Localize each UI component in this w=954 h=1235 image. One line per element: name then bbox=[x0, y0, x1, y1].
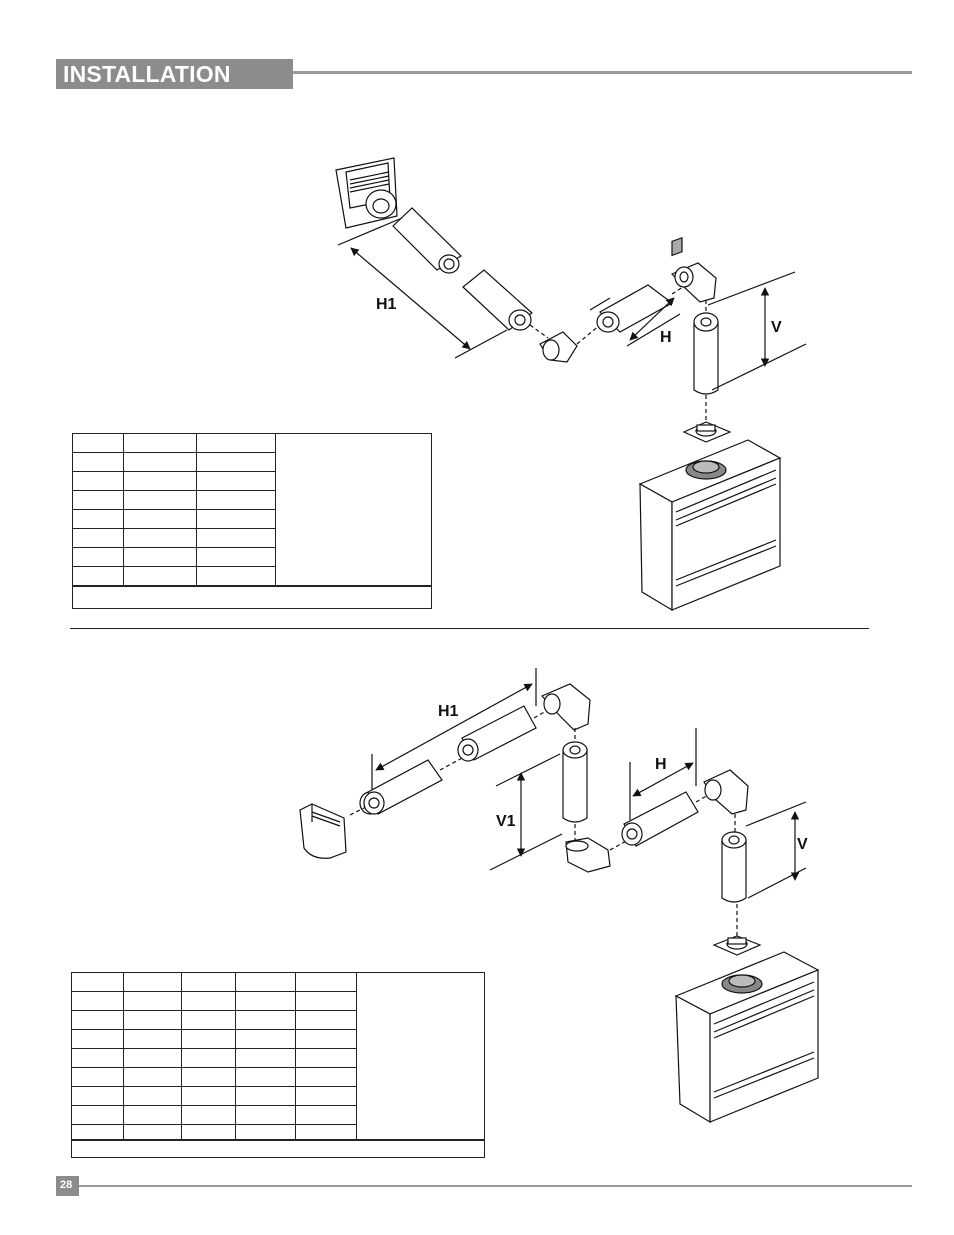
page-number: 28 bbox=[60, 1179, 73, 1191]
table-cell bbox=[72, 433, 124, 453]
section-header: INSTALLATION bbox=[56, 59, 293, 89]
table-footer-cell bbox=[71, 1138, 485, 1158]
table-notes-cell bbox=[356, 972, 485, 1140]
table-cell bbox=[123, 972, 182, 992]
vent-table-1 bbox=[72, 433, 432, 609]
dimension-label-h1: H1 bbox=[438, 703, 459, 720]
table-cell bbox=[181, 972, 236, 992]
pipe-section bbox=[621, 791, 699, 847]
pipe-section bbox=[457, 705, 537, 762]
pipe-section bbox=[392, 207, 462, 274]
dimension-label-h: H bbox=[660, 329, 672, 346]
table-cell bbox=[235, 972, 296, 992]
section-title: INSTALLATION bbox=[63, 61, 231, 87]
vertical-pipe bbox=[721, 831, 747, 903]
diagram-1 bbox=[335, 157, 807, 612]
diagram-2 bbox=[299, 668, 820, 1124]
pipe-section bbox=[363, 759, 443, 815]
fireplace-unit bbox=[638, 236, 782, 612]
dimension-label-v: V bbox=[771, 319, 782, 336]
termination-cap bbox=[335, 157, 398, 229]
pipe-section bbox=[462, 269, 533, 331]
table-cell bbox=[123, 433, 197, 453]
section-divider bbox=[70, 628, 869, 629]
table-notes-cell bbox=[275, 433, 432, 586]
dimension-label-v: V bbox=[797, 836, 808, 853]
footer-rule bbox=[79, 1185, 912, 1187]
page-number-badge: 28 bbox=[56, 1176, 79, 1196]
vertical-pipe bbox=[693, 312, 719, 395]
table-cell bbox=[295, 972, 357, 992]
vertical-pipe bbox=[562, 741, 588, 823]
fireplace-unit bbox=[674, 951, 820, 1124]
table-cell bbox=[196, 433, 276, 453]
dimension-label-h1: H1 bbox=[376, 296, 397, 313]
dimension-label-v1: V1 bbox=[496, 813, 516, 830]
table-cell bbox=[71, 972, 124, 992]
table-footer-cell bbox=[72, 584, 432, 609]
vent-table-2 bbox=[71, 972, 485, 1158]
dimension-label-h: H bbox=[655, 756, 667, 773]
header-rule bbox=[293, 71, 912, 74]
